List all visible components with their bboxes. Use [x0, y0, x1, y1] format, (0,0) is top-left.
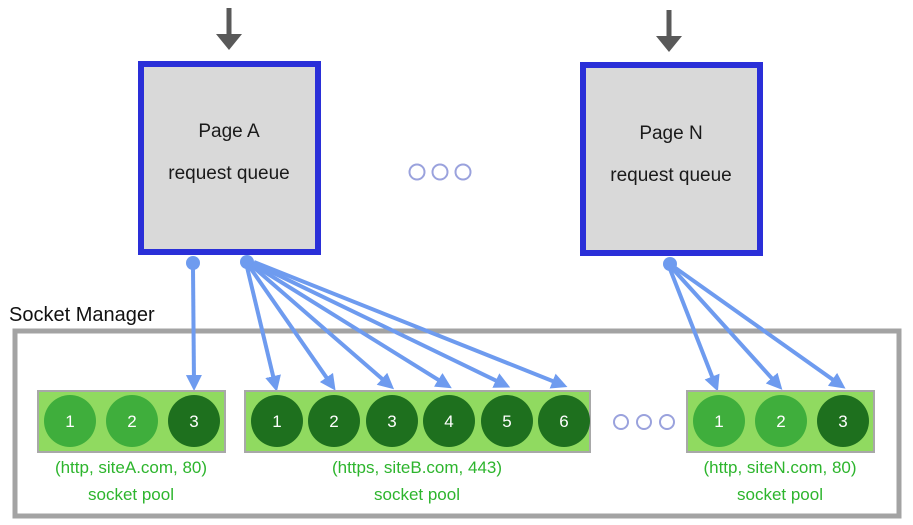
socket-number: 5: [502, 412, 511, 431]
socket-number: 3: [189, 412, 198, 431]
connection-arrow: [185, 267, 202, 391]
socket-circle: [106, 395, 158, 447]
connection-arrow: [253, 260, 568, 389]
pools-ellipsis-icon: [613, 414, 675, 430]
pool-label: socket pool: [737, 485, 823, 504]
socket-pool-sitea: 1 2 3 (http, siteA.com, 80) socket pool: [37, 390, 226, 504]
socket-circle: [44, 395, 96, 447]
socket-circle: [308, 395, 360, 447]
socket-pool-siten: 1 2 3 (http, siteN.com, 80) socket pool: [686, 390, 875, 504]
connection-arrow: [672, 265, 846, 389]
queues-ellipsis-icon: [408, 163, 472, 181]
connection-dot: [186, 256, 200, 270]
socket-number: 1: [714, 412, 723, 431]
page-n-subtitle: request queue: [610, 165, 732, 186]
connection-arrow: [245, 266, 281, 392]
socket-circle: [755, 395, 807, 447]
incoming-requests-arrow-right-icon: [656, 10, 682, 52]
pool-address: (http, siteN.com, 80): [703, 458, 856, 477]
socket-number: 1: [272, 412, 281, 431]
socket-number: 3: [387, 412, 396, 431]
page-a-subtitle: request queue: [168, 163, 290, 184]
socket-circle: [366, 395, 418, 447]
connection-arrow: [252, 261, 511, 388]
socket-circle: [481, 395, 533, 447]
page-n-title: Page N: [639, 123, 702, 144]
connection-arrow: [668, 268, 720, 392]
page-a-title: Page A: [198, 121, 260, 142]
socket-number: 1: [65, 412, 74, 431]
socket-circle: [423, 395, 475, 447]
socket-number: 2: [776, 412, 785, 431]
connection-arrow: [670, 266, 783, 390]
pool-label: socket pool: [88, 485, 174, 504]
socket-number: 2: [127, 412, 136, 431]
pool-address: (https, siteB.com, 443): [332, 458, 502, 477]
connection-arrow: [250, 262, 452, 389]
socket-number: 4: [444, 412, 453, 431]
socket-number: 3: [838, 412, 847, 431]
connection-arrow: [249, 263, 395, 390]
connection-arrow: [247, 264, 336, 391]
socket-number: 6: [559, 412, 568, 431]
socket-circle: [538, 395, 590, 447]
socket-number: 2: [329, 412, 338, 431]
incoming-requests-arrow-left-icon: [216, 8, 242, 50]
pool-label: socket pool: [374, 485, 460, 504]
page-n-request-queue: Page N request queue: [580, 62, 763, 256]
socket-circle: [817, 395, 869, 447]
page-a-request-queue: Page A request queue: [138, 61, 321, 255]
socket-pool-siteb: 1 2 3 4 5 6 (https, siteB.com, 443) sock…: [244, 390, 591, 504]
socket-circle: [251, 395, 303, 447]
socket-circle: [168, 395, 220, 447]
socket-circle: [693, 395, 745, 447]
pool-address: (http, siteA.com, 80): [55, 458, 207, 477]
socket-manager-title: Socket Manager: [9, 304, 155, 326]
